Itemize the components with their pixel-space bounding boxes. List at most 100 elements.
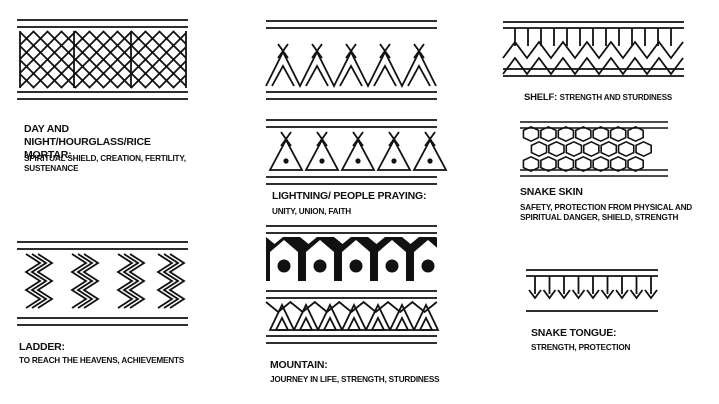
- mountain-title: MOUNTAIN:: [270, 359, 328, 371]
- ladder-chevron: [82, 253, 100, 309]
- mountain-inner: [370, 315, 386, 331]
- hourglass-diagonal: [158, 60, 187, 89]
- hourglass-diagonal: [130, 32, 187, 89]
- hexagon: [557, 155, 575, 173]
- ladder-chevron: [36, 253, 54, 309]
- teepee-dot: [427, 158, 433, 164]
- hourglass-diagonal: [158, 30, 187, 59]
- house-dot: [385, 259, 399, 273]
- mountain-inner: [346, 315, 362, 331]
- tongue-fork: [557, 289, 571, 300]
- day-night-title: DAY AND NIGHT/HOURGLASS/RICE MORTAR:: [24, 123, 151, 162]
- teepee-pole: [352, 131, 364, 147]
- tongue-fork: [644, 289, 658, 300]
- hourglass-diagonal: [32, 30, 91, 89]
- tongue-fork: [629, 289, 644, 300]
- ladder-chevron: [76, 253, 94, 309]
- ladder-chevron: [116, 253, 134, 309]
- hourglass-diagonal: [144, 46, 187, 89]
- hexagon: [530, 140, 548, 158]
- mountain-inner: [394, 315, 410, 331]
- teepee-triangle: [340, 138, 376, 171]
- teepee-zigzag: [265, 49, 437, 89]
- shelf-caption: SHELF: STRENGTH AND STURDINESS: [524, 92, 709, 104]
- ladder-chevron: [156, 253, 174, 309]
- shelf-zigzag: [502, 40, 684, 60]
- hourglass-diagonal: [116, 30, 175, 89]
- snake-tongue-title: SNAKE TONGUE:: [531, 327, 617, 339]
- shelf-title: SHELF:: [524, 92, 558, 103]
- tongue-fork: [571, 289, 586, 300]
- teepee-inner: [305, 64, 329, 87]
- house-dot: [313, 259, 327, 273]
- hexagon: [540, 155, 557, 173]
- ladder-chevron: [30, 253, 48, 309]
- band-notch: [266, 237, 283, 244]
- shelf-meaning: STRENGTH AND STURDINESS: [559, 93, 673, 102]
- shelf-zigzag: [502, 56, 684, 76]
- day-night-meaning: SPIRITUAL SHIELD, CREATION, FERTILITY, S…: [24, 154, 186, 174]
- mountain-meaning: JOURNEY IN LIFE, STRENGTH, STURDINESS: [270, 375, 440, 384]
- hourglass-diagonal: [19, 31, 77, 89]
- teepee-triangle: [412, 138, 448, 171]
- teepee-inner: [339, 64, 363, 87]
- hexagon: [609, 125, 627, 143]
- ladder-chevron: [24, 253, 42, 309]
- tongue-fork: [586, 289, 600, 300]
- hourglass-diagonal: [60, 30, 119, 89]
- hexagon: [557, 125, 575, 143]
- teepee-dot: [391, 158, 397, 164]
- teepee-triangle: [268, 138, 304, 171]
- hexagon: [617, 140, 635, 158]
- hourglass-diagonal: [74, 30, 133, 89]
- ladder-meaning: TO REACH THE HEAVENS, ACHIEVEMENTS: [19, 356, 185, 365]
- mountain-inner: [322, 315, 338, 331]
- ladder-chevron: [168, 253, 186, 309]
- mountain-inner: [418, 315, 434, 331]
- hexagon: [582, 140, 600, 158]
- teepee-triangle: [376, 138, 412, 171]
- tongue-fork: [600, 289, 615, 300]
- mountain-inner: [298, 315, 314, 331]
- band-notch: [402, 237, 419, 244]
- hourglass-diagonal: [144, 30, 187, 73]
- snake-skin-title: SNAKE SKIN: [520, 186, 583, 198]
- hexagon: [627, 155, 644, 173]
- teepee-pole: [424, 131, 436, 147]
- tongue-fork: [528, 289, 542, 300]
- house-dot: [421, 259, 435, 273]
- teepee-inner: [271, 64, 295, 87]
- band-notch: [300, 237, 317, 244]
- hexagon: [548, 140, 565, 158]
- snake-tongue-meaning: STRENGTH, PROTECTION: [531, 343, 631, 352]
- lightning-meaning: UNITY, UNION, FAITH: [272, 207, 351, 216]
- house-dot: [277, 259, 291, 273]
- ladder-chevron: [128, 253, 146, 309]
- mountain-zigzag: [265, 300, 438, 314]
- teepee-pole: [316, 131, 328, 147]
- hexagon: [540, 125, 557, 143]
- teepee-pole: [388, 131, 400, 147]
- ladder-chevron: [70, 253, 88, 309]
- hexagon: [609, 155, 627, 173]
- ladder-chevron: [162, 253, 180, 309]
- hourglass-diagonal: [88, 30, 147, 89]
- snake-skin-meaning: SAFETY, PROTECTION FROM PHYSICAL AND SPI…: [520, 203, 693, 223]
- teepee-triangle: [304, 138, 340, 171]
- teepee-inner: [373, 64, 397, 87]
- teepee-dot: [355, 158, 361, 164]
- hexagon: [574, 125, 592, 143]
- hexagon: [592, 155, 610, 173]
- hourglass-diagonal: [130, 30, 187, 87]
- tongue-fork: [542, 289, 557, 300]
- hourglass-diagonal: [46, 30, 105, 89]
- hourglass-diagonal: [172, 74, 187, 89]
- hexagon: [522, 155, 540, 173]
- teepee-dot: [319, 158, 325, 164]
- band-notch: [436, 237, 453, 244]
- ladder-chevron: [122, 253, 140, 309]
